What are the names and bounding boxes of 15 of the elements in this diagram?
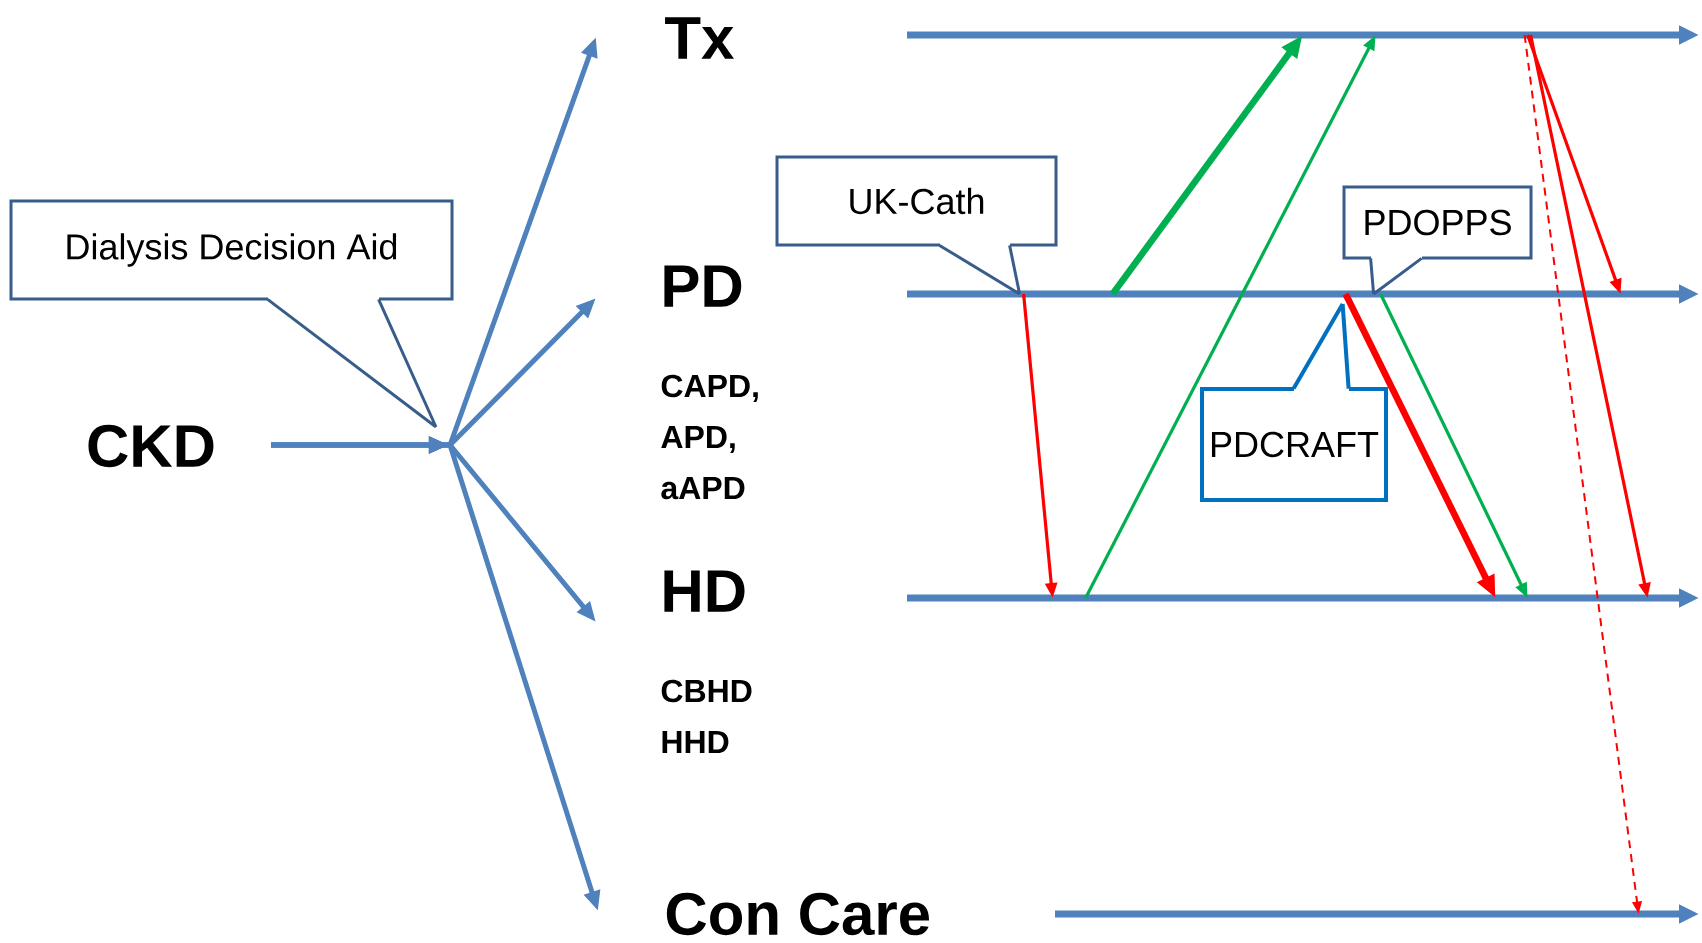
modality-list: CBHD HHD xyxy=(661,679,752,754)
stage-label: PD xyxy=(664,265,742,307)
stage-label: Tx xyxy=(665,17,734,59)
callout-pointer xyxy=(1369,256,1424,296)
modality-list: CAPD, APD, aAPD xyxy=(661,374,758,500)
callout-pointer xyxy=(938,243,1022,296)
stage-label: CKD xyxy=(88,424,214,468)
callout-box: Dialysis Decision Aid xyxy=(9,199,454,301)
callout-box: PDOPPS xyxy=(1342,185,1533,260)
stage-label: Con Care xyxy=(666,892,929,936)
stage-label: HD xyxy=(664,570,745,612)
callout-box: PDCRAFT xyxy=(1200,387,1388,502)
callout-pointer xyxy=(1291,302,1351,391)
callout-box: UK-Cath xyxy=(775,155,1058,247)
callout-pointer xyxy=(266,297,438,429)
